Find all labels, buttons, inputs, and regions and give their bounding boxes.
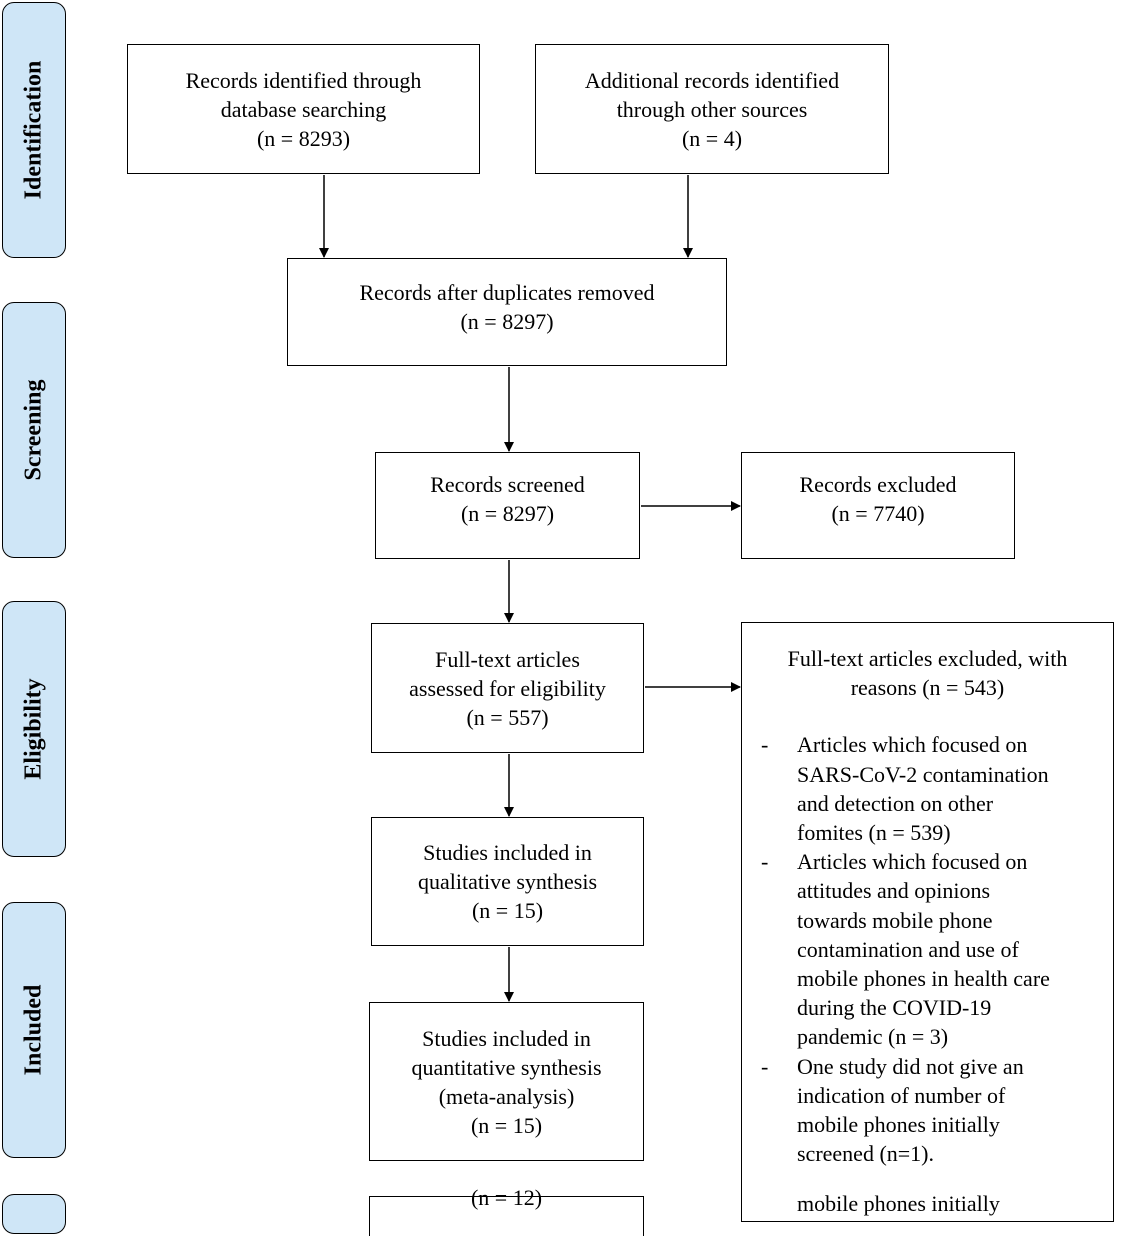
box-other-line-3: (n = 4): [681, 125, 743, 151]
box-fulltext-line-1: Full-text articles: [435, 646, 580, 672]
box-qualitative-synthesis: Studies included in qualitative synthesi…: [371, 817, 644, 946]
exclusion-reasons-list: Articles which focused on SARS-CoV-2 con…: [742, 730, 1113, 1168]
box-other-line-2: through other sources: [616, 96, 808, 122]
reason-2-line-4: contamination and use of: [797, 936, 1019, 962]
prisma-flow-diagram: Identification Screening Eligibility Inc…: [0, 0, 1122, 1200]
reason-1-line-2: SARS-CoV-2 contamination: [797, 761, 1049, 787]
reason-2-line-2: attitudes and opinions: [797, 878, 991, 904]
excluded-heading: Full-text articles excluded, with reason…: [742, 623, 1113, 702]
reason-3-line-1: One study did not give an: [797, 1053, 1024, 1079]
box-screened-line-2: (n = 8297): [460, 501, 555, 526]
excluded-heading-line-2: reasons (n = 543): [850, 675, 1005, 701]
reason-1-line-3: and detection on other: [797, 790, 994, 816]
exclusion-reason-1: Articles which focused on SARS-CoV-2 con…: [761, 730, 1113, 847]
excluded-heading-line-1: Full-text articles excluded, with: [787, 646, 1068, 671]
box-bottom-partial: (n = 12): [369, 1185, 644, 1236]
connector-arrows: [319, 175, 741, 1002]
reason-2-line-5: mobile phones in health care: [797, 966, 1050, 992]
box-database-line-1: Records identified through: [185, 67, 422, 93]
box-quantitative-line-2: quantitative synthesis: [411, 1054, 602, 1080]
reason-3-line-4: screened (n=1).: [797, 1141, 935, 1167]
phase-eligibility: Eligibility: [2, 601, 66, 857]
box-full-text-assessed: Full-text articles assessed for eligibil…: [371, 623, 644, 753]
phase-screening: Screening: [2, 302, 66, 558]
box-records-excluded: Records excluded (n = 7740): [741, 452, 1015, 559]
reason-1-line-4: fomites (n = 539): [797, 820, 951, 846]
reason-2-line-1: Articles which focused on: [797, 849, 1028, 875]
phase-identification: Identification: [2, 2, 66, 258]
box-screened-line-1: Records screened: [430, 472, 585, 497]
exclusion-reason-3: One study did not give an indication of …: [761, 1052, 1113, 1169]
box-duplicates-line-1: Records after duplicates removed: [359, 280, 655, 305]
reason-2-line-3: towards mobile phone: [797, 907, 993, 933]
phase-included: Included: [2, 902, 66, 1158]
box-after-duplicates: Records after duplicates removed (n = 82…: [287, 258, 727, 366]
box-fulltext-line-2: assessed for eligibility: [409, 675, 606, 701]
reason-1-line-1: Articles which focused on: [797, 732, 1028, 758]
box-duplicates-line-2: (n = 8297): [460, 309, 554, 334]
box-quantitative-line-4: (n = 15): [470, 1112, 543, 1138]
reason-3-line-2: indication of number of: [797, 1082, 1006, 1108]
box-quantitative-synthesis: Studies included in quantitative synthes…: [369, 1002, 644, 1161]
box-other-line-1: Additional records identified: [584, 67, 840, 93]
box-other-sources: Additional records identified through ot…: [535, 44, 889, 174]
box-excluded-line-2: (n = 7740): [831, 501, 925, 526]
exclusion-reason-2: Articles which focused on attitudes and …: [761, 847, 1113, 1051]
box-quantitative-line-1: Studies included in: [422, 1025, 591, 1051]
box-qualitative-line-2: qualitative synthesis: [417, 869, 598, 894]
box-qualitative-line-1: Studies included in: [423, 840, 592, 865]
box-excluded-line-1: Records excluded: [799, 472, 957, 497]
phase-next-partial: [2, 1194, 66, 1234]
box-qualitative-line-3: (n = 15): [471, 898, 544, 923]
box-database-line-3: (n = 8293): [256, 125, 351, 151]
reason-2-line-7: pandemic (n = 3): [797, 1024, 949, 1050]
box-database-searching: Records identified through database sear…: [127, 44, 480, 174]
reason-3-line-3: mobile phones initially: [797, 1112, 1000, 1138]
reason-2-line-6: during the COVID-19: [797, 995, 992, 1021]
box-quantitative-line-3: (meta-analysis): [438, 1083, 575, 1109]
box-database-line-2: database searching: [220, 96, 387, 122]
box-records-screened: Records screened (n = 8297): [375, 452, 640, 559]
box-fulltext-line-3: (n = 557): [466, 704, 549, 730]
